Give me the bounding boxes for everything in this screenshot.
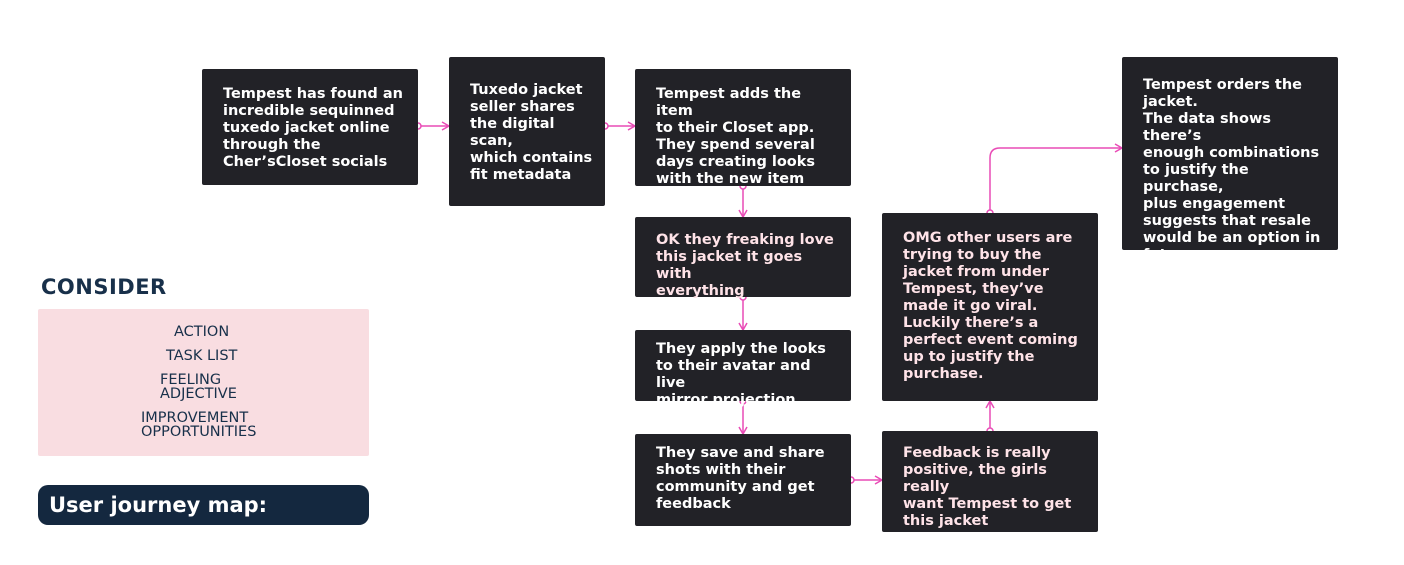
step-goes-viral: OMG other users are trying to buy the ja… (882, 213, 1098, 401)
step-positive-feedback: Feedback is really positive, the girls r… (882, 431, 1098, 532)
step-seller-shares-scan: Tuxedo jacket seller shares the digital … (449, 57, 605, 206)
step-love-jacket: OK they freaking love this jacket it goe… (635, 217, 851, 299)
consider-panel (38, 309, 369, 456)
consider-item-improvement-opportunities: IMPROVEMENT OPPORTUNITIES (141, 410, 257, 440)
consider-heading: CONSIDER (41, 275, 167, 299)
consider-item-feeling-adjective: FEELING ADJECTIVE (160, 372, 237, 402)
consider-item-task-list: TASK LIST (166, 348, 238, 364)
step-save-and-share: They save and share shots with their com… (635, 434, 851, 526)
journey-map-title: User journey map: Tempest (38, 485, 369, 557)
consider-item-action: ACTION (174, 324, 230, 340)
step-orders-jacket: Tempest orders the jacket. The data show… (1122, 57, 1338, 263)
step-found-jacket: Tempest has found an incredible sequinne… (202, 69, 418, 185)
connector-8-9 (989, 143, 1124, 213)
step-apply-looks: They apply the looks to their avatar and… (635, 330, 851, 408)
step-add-to-closet: Tempest adds the item to their Closet ap… (635, 69, 851, 187)
